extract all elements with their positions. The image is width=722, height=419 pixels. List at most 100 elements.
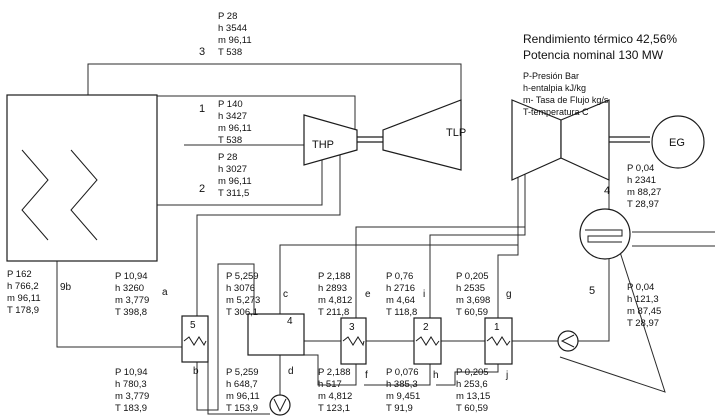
shaft-tlp-eg: [609, 136, 650, 143]
fwh3-label: 3: [349, 322, 355, 333]
state-a-mass-flow: m 3,779: [115, 295, 149, 306]
state-4-enthalpy: h 2341: [627, 175, 656, 186]
state-g-enthalpy: h 2535: [456, 283, 485, 294]
state-label-1: 1: [199, 103, 205, 115]
state-g-temperature: T 60,59: [456, 307, 488, 318]
state-j-temperature: T 60,59: [456, 403, 488, 414]
pipe-extraction-a: [196, 155, 341, 316]
fwh3-box: [340, 317, 367, 365]
state-e-temperature: T 211,8: [318, 307, 349, 318]
state-2-pressure: P 28: [218, 152, 237, 163]
state-9b-mass-flow: m 96,11: [7, 293, 41, 304]
state-5-mass-flow: m 87,45: [627, 306, 661, 317]
state-1-enthalpy: h 3427: [218, 111, 247, 122]
feedwater-heater-2: 2: [413, 317, 442, 365]
state-9b-pressure: P 162: [7, 269, 32, 280]
state-block-c: P 5,259 h 3076 m 5,273 T 306,1: [226, 271, 260, 318]
state-e-pressure: P 2,188: [318, 271, 351, 282]
legend-enthalpy: h-entalpia kJ/kg: [523, 83, 586, 93]
state-point-labels: 3 1 2 4 5 9b a b c d e f i h g j: [60, 46, 610, 381]
thermal-efficiency: Rendimiento térmico 42,56%: [523, 32, 677, 46]
condenser: [579, 208, 631, 260]
state-c-enthalpy: h 3076: [226, 283, 255, 294]
feed-pump: [269, 394, 291, 416]
lp-turbine: TLP: [382, 99, 610, 181]
state-5-pressure: P 0,04: [627, 282, 654, 293]
state-label-c: c: [283, 289, 288, 300]
hp-turbine: THP: [303, 114, 358, 166]
state-h-temperature: T 91,9: [386, 403, 413, 414]
state-label-2: 2: [199, 183, 205, 195]
state-i-pressure: P 0,76: [386, 271, 413, 282]
state-a-enthalpy: h 3260: [115, 283, 144, 294]
fwh2-coil: [415, 336, 440, 346]
state-label-d: d: [288, 366, 294, 377]
state-i-temperature: T 118,8: [386, 307, 417, 318]
state-block-f: P 2,188 h 517 m 4,812 T 123,1: [318, 367, 352, 414]
state-g-pressure: P 0,205: [456, 271, 489, 282]
deaerator-box: [247, 313, 305, 356]
state-d-temperature: T 153,9: [226, 403, 258, 414]
feedwater-heater-3: 3: [340, 317, 367, 365]
state-block-3: P 28 h 3544 m 96,11 T 538: [218, 11, 252, 58]
state-b-pressure: P 10,94: [115, 367, 148, 378]
pipe-extraction-i: [429, 125, 526, 318]
state-2-temperature: T 311,5: [218, 188, 249, 199]
state-c-mass-flow: m 5,273: [226, 295, 260, 306]
state-label-j: j: [505, 370, 508, 381]
state-j-pressure: P 0,205: [456, 367, 489, 378]
state-label-g: g: [506, 289, 512, 300]
state-j-mass-flow: m 13,15: [456, 391, 490, 402]
state-d-enthalpy: h 648,7: [226, 379, 258, 390]
state-9b-temperature: T 178,9: [7, 305, 39, 316]
state-label-i: i: [423, 289, 425, 300]
feedwater-heater-5: 5: [181, 315, 209, 363]
pipe-drain-b: [196, 263, 255, 411]
state-block-1: P 140 h 3427 m 96,11 T 538: [218, 99, 252, 146]
pipe-extraction-g: [497, 132, 519, 318]
state-block-b: P 10,94 h 780,3 m 3,779 T 183,9: [115, 367, 149, 414]
lp-turbine-body-3: [560, 99, 610, 181]
state-3-temperature: T 538: [218, 47, 242, 58]
state-g-mass-flow: m 3,698: [456, 295, 490, 306]
pipe-pump-to-fwh5: [207, 362, 270, 415]
legend-pressure: P-Presión Bar: [523, 71, 579, 81]
state-2-mass-flow: m 96,11: [218, 176, 252, 187]
state-b-mass-flow: m 3,779: [115, 391, 149, 402]
state-block-e: P 2,188 h 2893 m 4,812 T 211,8: [318, 271, 352, 318]
generator: EG: [651, 115, 705, 169]
pipe-drain-j: [436, 364, 499, 386]
state-d-mass-flow: m 96,11: [226, 391, 260, 402]
state-f-mass-flow: m 4,812: [318, 391, 352, 402]
boiler-coil-1: [21, 149, 49, 241]
state-label-b: b: [193, 366, 199, 377]
state-2-enthalpy: h 3027: [218, 164, 247, 175]
deaerator-label: 4: [287, 316, 293, 327]
fwh3-coil: [342, 336, 365, 347]
state-a-pressure: P 10,94: [115, 271, 148, 282]
state-4-temperature: T 28,97: [627, 199, 659, 210]
state-3-enthalpy: h 3544: [218, 23, 247, 34]
feedwater-heater-1: 1: [484, 317, 513, 365]
state-j-enthalpy: h 253,6: [456, 379, 488, 390]
shaft-thp-tlp: [357, 136, 383, 143]
state-b-enthalpy: h 780,3: [115, 379, 147, 390]
state-b-temperature: T 183,9: [115, 403, 147, 414]
state-f-pressure: P 2,188: [318, 367, 351, 378]
pipe-line-9b: [56, 241, 182, 348]
state-label-4: 4: [604, 185, 610, 197]
state-label-5: 5: [589, 285, 595, 297]
state-block-j: P 0,205 h 253,6 m 13,15 T 60,59: [456, 367, 490, 414]
state-4-mass-flow: m 88,27: [627, 187, 661, 198]
nominal-power: Potencia nominal 130 MW: [523, 48, 664, 62]
state-h-enthalpy: h 385,3: [386, 379, 418, 390]
state-block-i: P 0,76 h 2716 m 4,64 T 118,8: [386, 271, 417, 318]
fwh5-coil: [183, 336, 207, 347]
hp-turbine-body: [303, 114, 358, 166]
state-i-mass-flow: m 4,64: [386, 295, 415, 306]
state-block-4: P 0,04 h 2341 m 88,27 T 28,97: [627, 163, 661, 210]
state-label-h: h: [433, 370, 439, 381]
state-label-e: e: [365, 289, 371, 300]
lp-turbine-body: [382, 99, 462, 171]
fwh5-label: 5: [190, 320, 196, 331]
